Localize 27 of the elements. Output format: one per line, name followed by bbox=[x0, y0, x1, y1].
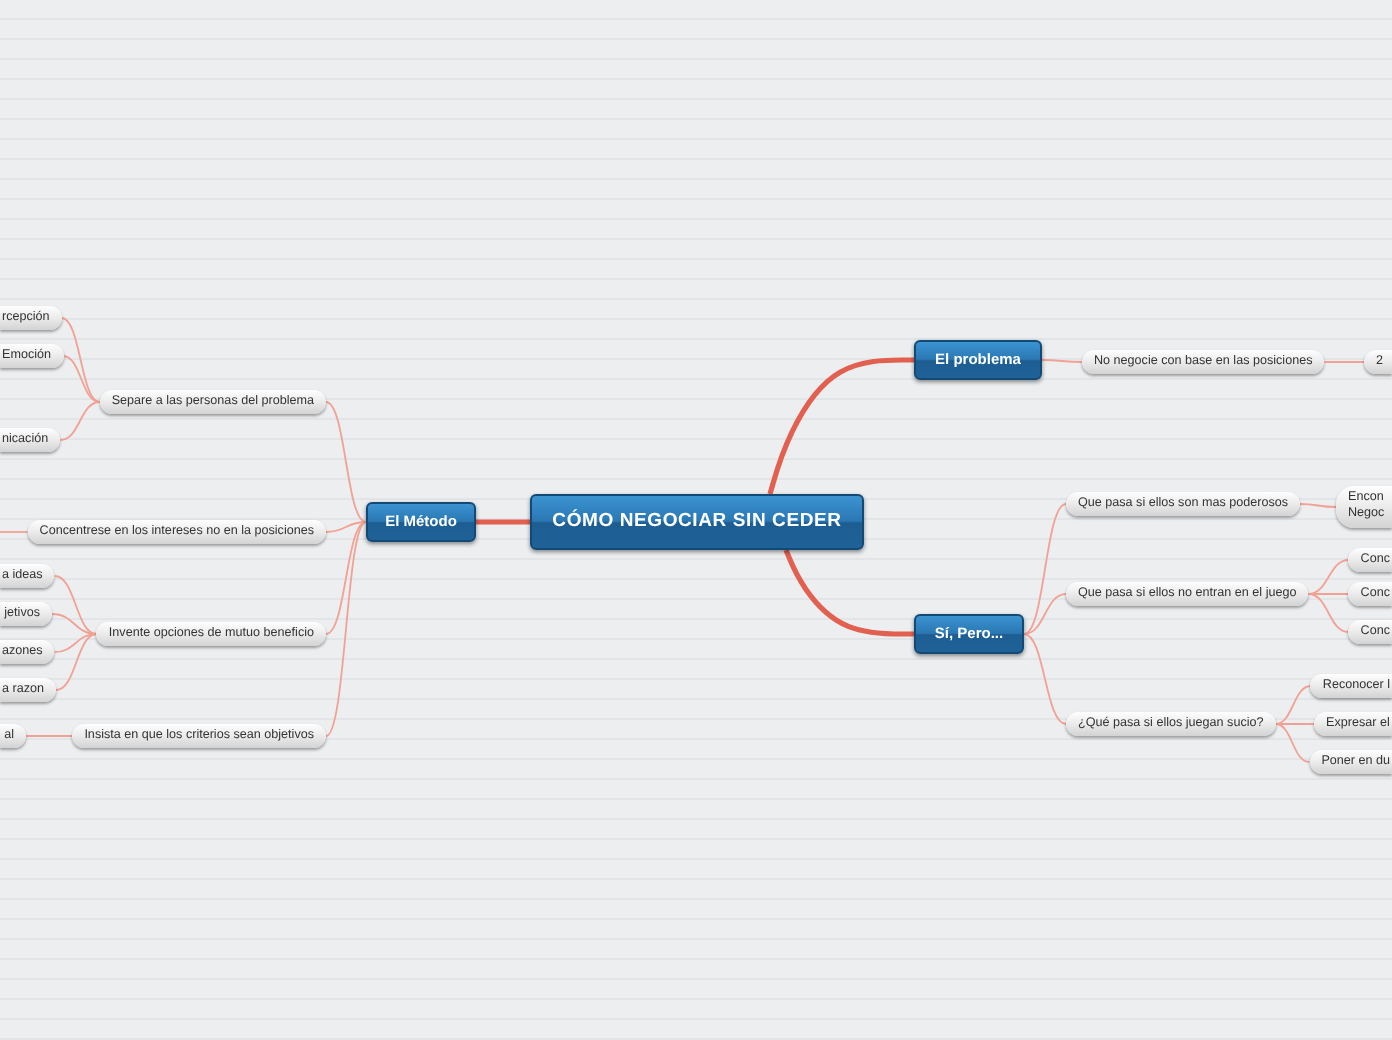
connector-line bbox=[325, 521, 367, 737]
connector-line bbox=[476, 519, 530, 525]
connector-line bbox=[59, 401, 101, 441]
connector-line bbox=[53, 575, 98, 635]
connector-line bbox=[325, 401, 367, 523]
connector-line bbox=[1307, 593, 1350, 633]
connector-line bbox=[62, 355, 101, 403]
connector-line bbox=[1041, 359, 1083, 363]
connector-line bbox=[1274, 723, 1315, 725]
connector-line bbox=[53, 633, 98, 653]
connector-line bbox=[1023, 593, 1067, 635]
connector-line bbox=[25, 735, 74, 737]
connector-line bbox=[1299, 503, 1337, 508]
connector-line bbox=[1307, 559, 1350, 595]
connector-line bbox=[783, 549, 914, 637]
connector-line bbox=[1023, 503, 1067, 635]
connector-line bbox=[60, 317, 101, 403]
connector-line bbox=[51, 613, 98, 635]
connector-line bbox=[1323, 361, 1365, 363]
connector-line bbox=[325, 521, 367, 635]
connector-line bbox=[55, 633, 98, 691]
connector-line bbox=[1274, 685, 1312, 725]
connector-line bbox=[767, 357, 914, 495]
connector-line bbox=[0, 531, 29, 533]
connector-line bbox=[1023, 633, 1067, 725]
connector-line bbox=[325, 521, 367, 533]
central-topic: CÓMO NEGOCIAR SIN CEDER bbox=[530, 494, 864, 550]
